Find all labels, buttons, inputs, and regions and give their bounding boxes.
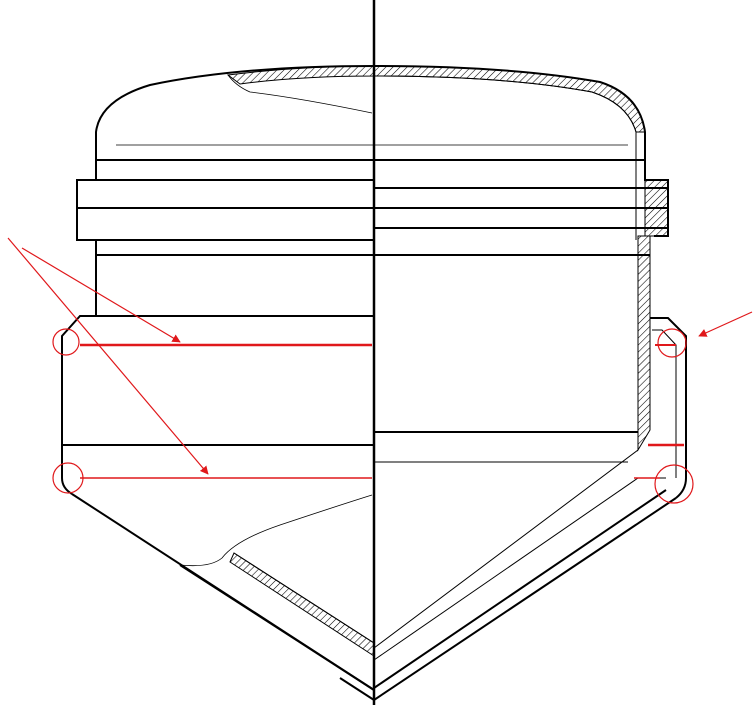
cylindrical-body — [61, 235, 687, 499]
flange-left-block — [76, 160, 97, 316]
jacket-right-inner — [652, 329, 677, 478]
dome-head — [95, 64, 646, 160]
cone-right-mid — [373, 489, 667, 689]
cone-left-wall-outer — [179, 564, 375, 691]
body-left-step — [61, 315, 96, 478]
flange-section — [76, 159, 669, 316]
cone-break-curve — [179, 494, 373, 567]
body-left-lower-corner — [61, 477, 73, 495]
leader-arrow-lower — [7, 237, 209, 475]
cone-right-inner2 — [373, 449, 639, 649]
marker-circle-left-lower — [52, 462, 84, 494]
annotation-layer — [7, 237, 753, 504]
leader-arrow-upper — [21, 247, 181, 343]
marker-circle-left-upper — [52, 328, 80, 356]
leader-arrow-right — [698, 311, 753, 337]
dome-cutaway-hatch — [226, 65, 375, 85]
dome-break-curve — [227, 74, 373, 114]
marker-circle-right-upper — [657, 328, 687, 358]
dome-hatched-wall — [373, 65, 646, 133]
body-right-wall-hatch — [637, 235, 651, 452]
cone-left-outer2 — [339, 677, 375, 701]
marker-circle-right-lower — [654, 464, 694, 504]
cone-right-outer — [373, 497, 677, 701]
cone-right-inner — [373, 477, 639, 661]
conical-bottom — [71, 449, 677, 701]
cone-left-hatch — [229, 552, 375, 657]
jacket-right-outline — [650, 317, 687, 499]
